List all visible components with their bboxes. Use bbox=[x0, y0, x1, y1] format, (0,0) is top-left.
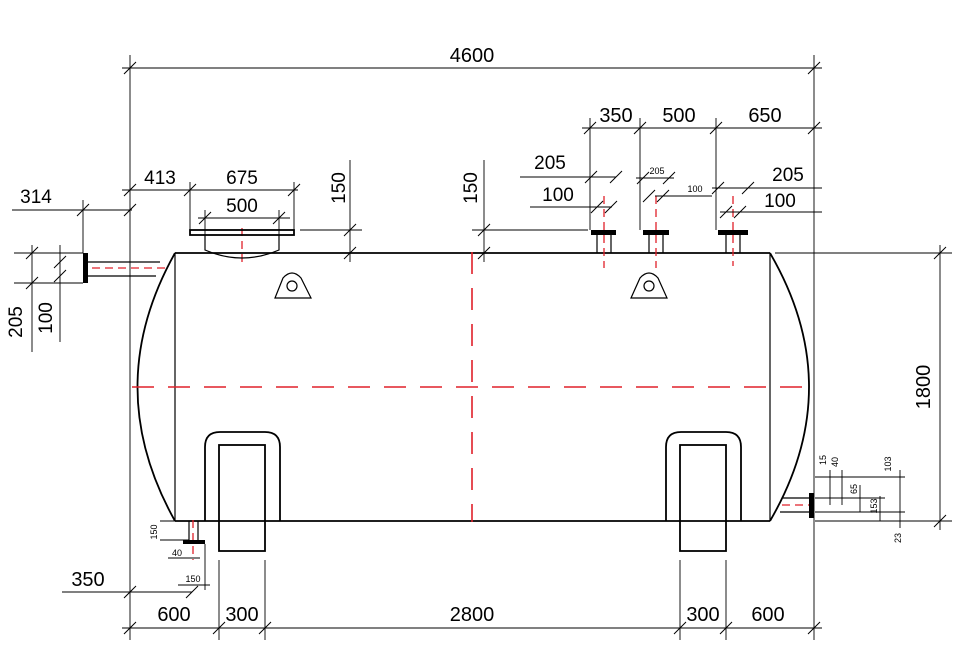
dim-outlet-15: 15 bbox=[818, 455, 828, 465]
centerlines bbox=[92, 196, 812, 560]
dim-nozzle1-pipe: 100 bbox=[542, 185, 574, 206]
dim-outlet-65: 65 bbox=[849, 484, 859, 494]
dim-bottom-nozzle-pipe: 40 bbox=[172, 548, 182, 558]
bottom-drain-nozzle bbox=[183, 521, 205, 544]
dim-bottom-nozzle-offset: 350 bbox=[71, 569, 104, 591]
manhole bbox=[189, 229, 295, 259]
dim-center-nozzle-height: 150 bbox=[461, 172, 482, 204]
saddle-right bbox=[665, 431, 742, 552]
top-nozzle-1 bbox=[591, 230, 616, 253]
dim-diameter: 1800 bbox=[913, 365, 935, 410]
dim-outlet-103: 103 bbox=[883, 456, 893, 471]
dim-outlet-153: 153 bbox=[869, 498, 879, 513]
dim-nozzle2-flange: 205 bbox=[649, 166, 664, 176]
dim-left-nozzle-pipe: 100 bbox=[36, 302, 57, 334]
dim-outlet-23: 23 bbox=[893, 533, 903, 543]
dim-bottom-nozzle-flange: 150 bbox=[185, 574, 200, 584]
dim-left-nozzle-offset: 314 bbox=[20, 187, 52, 208]
dim-saddle-width-right: 300 bbox=[686, 604, 719, 626]
dim-saddle-offset-left: 600 bbox=[157, 604, 190, 626]
dim-saddle-offset-right: 600 bbox=[751, 604, 784, 626]
dimension-labels: 4600 350 500 650 314 413 675 500 150 150… bbox=[6, 45, 935, 626]
dim-nozzle-pitch-3: 650 bbox=[748, 105, 781, 127]
dim-nozzle3-pipe: 100 bbox=[764, 191, 796, 212]
dim-bottom-nozzle-height: 150 bbox=[149, 524, 159, 539]
dim-nozzle1-flange: 205 bbox=[534, 153, 566, 174]
lifting-lug-left bbox=[274, 272, 312, 299]
dim-nozzle3-flange: 205 bbox=[772, 165, 804, 186]
dim-saddle-span: 2800 bbox=[450, 604, 495, 626]
dim-nozzle2-pipe: 100 bbox=[687, 184, 702, 194]
dim-nozzle-pitch-1: 350 bbox=[599, 105, 632, 127]
dim-nozzle-pitch-2: 500 bbox=[662, 105, 695, 127]
dim-saddle-width-left: 300 bbox=[225, 604, 258, 626]
dim-manhole-offset: 413 bbox=[144, 168, 176, 189]
dim-outlet-40: 40 bbox=[830, 457, 840, 467]
dim-manhole-height: 150 bbox=[329, 172, 350, 204]
dim-overall-length: 4600 bbox=[450, 45, 495, 67]
dim-manhole-inner: 500 bbox=[226, 196, 258, 217]
right-outlet-nozzle bbox=[780, 493, 814, 518]
top-nozzle-2 bbox=[643, 230, 669, 253]
lifting-lug-right bbox=[630, 272, 668, 299]
dim-left-nozzle-flange: 205 bbox=[6, 306, 27, 338]
dimension-lines bbox=[12, 55, 952, 640]
saddle-left bbox=[204, 431, 281, 552]
dim-manhole-outer: 675 bbox=[226, 168, 258, 189]
left-side-nozzle bbox=[83, 253, 160, 283]
top-nozzle-3 bbox=[718, 230, 748, 253]
